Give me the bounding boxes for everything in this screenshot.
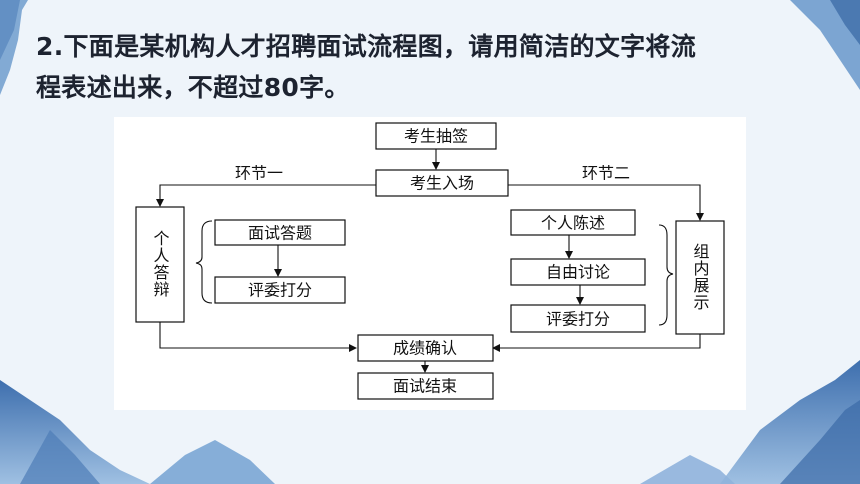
box-enter (375, 169, 509, 197)
question-line-2: 程表述出来，不超过80字。 (36, 73, 350, 102)
box-personal-statement (510, 209, 636, 236)
question-line-1: 2.下面是某机构人才招聘面试流程图，请用简洁的文字将流 (36, 32, 696, 61)
question-text: 2.下面是某机构人才招聘面试流程图，请用简洁的文字将流 程表述出来，不超过80字… (36, 26, 776, 108)
box-judges-score-left (214, 276, 346, 304)
label-draw-lots: 考生抽签 (404, 127, 468, 146)
box-interview-end (357, 372, 494, 400)
label-section-two: 环节二 (582, 164, 630, 183)
box-judges-score-right (510, 304, 646, 333)
arrow-right-to-confirm (492, 334, 701, 352)
flowchart: 考生抽签 考生入场 环节一 环节二 个人答辩 面试答题 评委打分 个人陈述 自由… (135, 122, 725, 400)
left-brace (195, 220, 213, 304)
label-group-display: 组内展示 (691, 243, 710, 311)
box-personal-defense (135, 206, 185, 323)
box-group-display (675, 220, 725, 335)
label-interview-end: 面试结束 (393, 377, 457, 396)
right-brace (658, 224, 674, 326)
label-free-discussion: 自由讨论 (546, 263, 610, 282)
label-confirm-results: 成绩确认 (393, 339, 457, 358)
label-interview-answer: 面试答题 (248, 224, 312, 243)
label-personal-statement: 个人陈述 (541, 214, 605, 233)
box-draw-lots (375, 122, 497, 150)
label-personal-defense: 个人答辩 (151, 230, 170, 298)
flowchart-panel: 考生抽签 考生入场 环节一 环节二 个人答辩 面试答题 评委打分 个人陈述 自由… (114, 117, 746, 410)
label-enter: 考生入场 (410, 174, 474, 193)
label-section-one: 环节一 (235, 164, 283, 183)
box-confirm-results (357, 334, 494, 362)
box-interview-answer (214, 219, 346, 246)
box-free-discussion (510, 258, 646, 286)
arrow-to-group-display (508, 184, 704, 221)
arrow-left-to-confirm (159, 322, 357, 352)
arrow-to-personal-defense (156, 184, 376, 207)
label-judges-score-right: 评委打分 (546, 310, 610, 329)
label-judges-score-left: 评委打分 (248, 281, 312, 300)
